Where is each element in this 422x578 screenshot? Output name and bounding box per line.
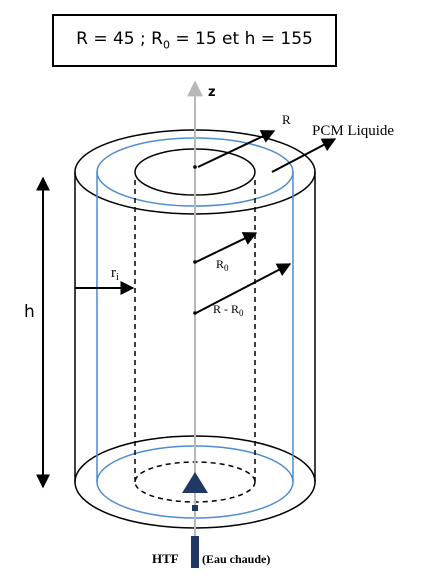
r-minus-r0-arrow — [195, 263, 292, 314]
ri-main: r — [111, 265, 116, 281]
eq-r: R = 45 ; R — [76, 29, 163, 50]
z-axis-label: z — [208, 85, 216, 100]
r0-label: R0 — [216, 257, 229, 273]
r0-main: R — [216, 257, 224, 271]
eq-rest: = 15 et h = 155 — [169, 29, 313, 50]
htf-inlet-pipe — [191, 536, 199, 568]
r-arrow — [197, 130, 276, 168]
htf-note: (Eau chaude) — [202, 552, 270, 566]
pcm-arrow — [271, 138, 337, 173]
h-label: h — [24, 302, 35, 322]
pcm-label: PCM Liquide — [312, 123, 394, 139]
r-minus-r0-main: R - R — [213, 302, 239, 316]
parameters-text: R = 45 ; R0 = 15 et h = 155 — [76, 29, 313, 51]
r-minus-r0-label: R - R0 — [213, 302, 244, 318]
eq-r0-sub: 0 — [162, 38, 170, 52]
axis-point-r0 — [193, 260, 197, 264]
htf-flow-arrow-icon — [182, 472, 208, 493]
r0-sub: 0 — [224, 263, 229, 273]
ri-label: ri — [111, 265, 119, 283]
ri-sub: i — [116, 272, 119, 283]
r-minus-r0-sub: 0 — [239, 308, 244, 318]
htf-label: HTF — [152, 551, 179, 566]
r-label: R — [282, 112, 291, 127]
parameters-box: R = 45 ; R0 = 15 et h = 155 — [52, 14, 337, 67]
axis-point-top — [193, 165, 197, 169]
r0-arrow — [195, 232, 258, 263]
axis-point-r-minus-r0 — [193, 311, 197, 315]
htf-inlet-square — [192, 505, 198, 511]
